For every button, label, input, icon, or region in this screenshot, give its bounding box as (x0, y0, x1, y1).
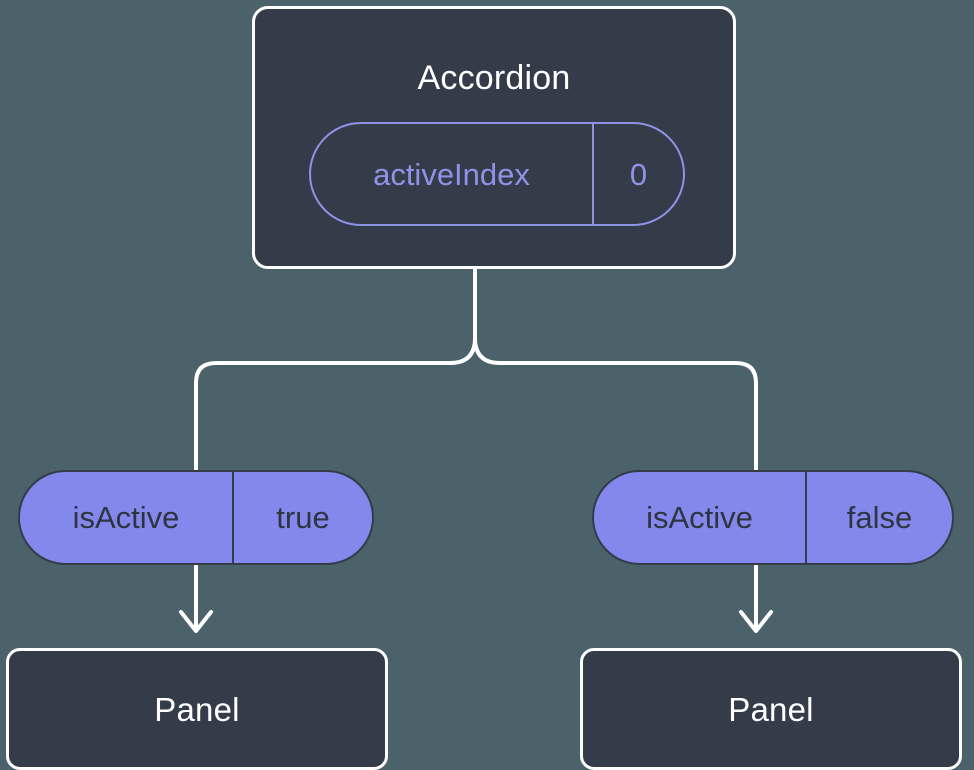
prop-pill-is-active-false[interactable]: isActive false (592, 470, 954, 565)
prop-pill-is-active-true[interactable]: isActive true (18, 470, 374, 565)
state-pill-active-index-key: activeIndex (311, 124, 594, 224)
arrowhead-right-panel (739, 610, 773, 633)
accordion-title: Accordion (417, 59, 571, 97)
edge-root-to-left-branch (194, 267, 477, 472)
edge-root-to-right-branch (473, 267, 758, 472)
panel-left-title: Panel (154, 690, 240, 728)
node-panel-right[interactable]: Panel (580, 648, 962, 770)
node-panel-left[interactable]: Panel (6, 648, 388, 770)
prop-pill-is-active-false-key: isActive (594, 472, 807, 563)
node-accordion[interactable]: Accordion activeIndex 0 (252, 6, 736, 269)
panel-right-title: Panel (728, 690, 814, 728)
arrowhead-left-panel (179, 610, 213, 633)
state-pill-active-index-value: 0 (629, 156, 648, 192)
prop-pill-is-active-true-key: isActive (20, 472, 234, 563)
state-pill-active-index[interactable]: activeIndex 0 (309, 122, 685, 226)
prop-pill-is-active-false-value: false (846, 500, 913, 535)
prop-pill-is-active-true-value: true (276, 500, 330, 535)
